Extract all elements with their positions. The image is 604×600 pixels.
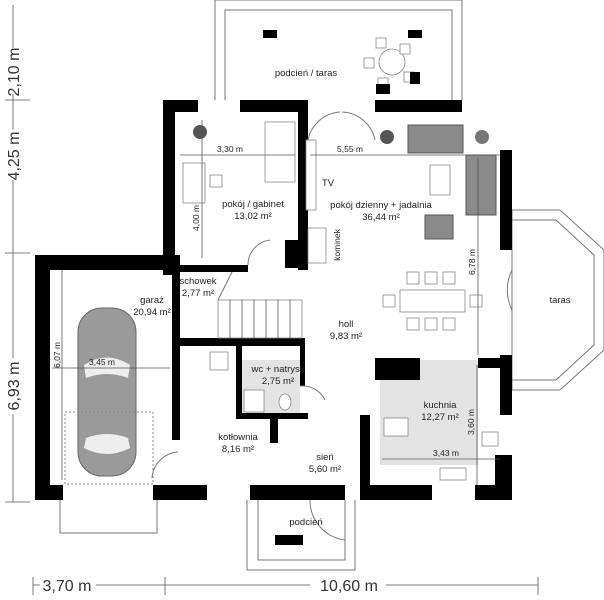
- inner-dimension-lines: [52, 120, 500, 485]
- kitchen-width-dimension: 3,43 m: [433, 448, 459, 458]
- room-study-name: pokój / gabinet: [222, 199, 284, 210]
- tv-label: TV: [322, 178, 335, 189]
- room-terrace-top-name: podcień / taras: [275, 68, 338, 79]
- top-terrace: [214, 0, 463, 100]
- dining-table: [382, 271, 483, 331]
- room-porch-name: podcień: [289, 517, 322, 528]
- sink: [439, 467, 467, 481]
- study-depth-dimension: 4,00 m: [191, 205, 201, 231]
- garage-door: [151, 451, 179, 479]
- dimension-6-93: 6,93 m: [6, 362, 23, 411]
- walls: [35, 100, 512, 500]
- room-garage-area: 20,94 m²: [133, 307, 171, 318]
- dimension-10-60: 10,60 m: [320, 578, 378, 595]
- entrance-door: [309, 499, 346, 541]
- bed: [264, 121, 296, 183]
- plant-icon: [475, 130, 489, 144]
- terrace-door: [307, 111, 376, 141]
- room-terrace-right-name: taras: [549, 295, 570, 306]
- room-living-name: pokój dzienny + jadalnia: [330, 200, 432, 211]
- chair: [209, 174, 223, 188]
- dimension-2-10: 2,10 m: [6, 48, 23, 97]
- wc-door: [299, 385, 326, 401]
- kitchen-table: [383, 417, 409, 437]
- room-hall-name: holl: [339, 319, 354, 330]
- room-garage-name: garaż: [140, 295, 164, 306]
- garage-width-dimension: 3,45 m: [89, 357, 115, 367]
- fireplace: [307, 227, 327, 264]
- room-vestibule-area: 5,60 m²: [309, 464, 341, 475]
- room-storage-name: schowek: [180, 276, 217, 287]
- car: [64, 307, 154, 485]
- horizontal-dimension-line: [32, 577, 539, 595]
- room-hall-area: 9,83 m²: [330, 331, 362, 342]
- stove: [481, 431, 499, 447]
- room-kitchen-name: kuchnia: [424, 400, 457, 411]
- coffee-table: [429, 164, 451, 196]
- fireplace-label: kominek: [332, 228, 342, 260]
- dimension-3-70: 3,70 m: [43, 578, 92, 595]
- porch: [59, 500, 356, 571]
- room-kitchen-area: 12,27 m²: [421, 412, 459, 423]
- room-storage-area: 2,77 m²: [182, 288, 214, 299]
- plant-icon: [380, 130, 394, 144]
- plant-icon: [193, 125, 207, 139]
- room-living-area: 36,44 m²: [362, 212, 400, 223]
- shower: [243, 389, 265, 413]
- tv-unit: [305, 139, 317, 211]
- living-depth-dimension: 6,78 m: [467, 249, 477, 275]
- living-width-dimension: 5,55 m: [337, 144, 363, 154]
- room-boiler-area: 8,16 m²: [222, 444, 254, 455]
- room-wc-area: 2,75 m²: [262, 376, 294, 387]
- room-wc-name: wc + natrysk: [250, 364, 304, 375]
- bay-door: [506, 269, 513, 311]
- kitchen-depth-dimension: 3,60 m: [466, 409, 476, 435]
- staircase: [217, 271, 303, 339]
- desk: [182, 162, 206, 204]
- room-vestibule-name: sień: [316, 452, 333, 463]
- study-width-dimension: 3,30 m: [217, 144, 243, 154]
- room-study-area: 13,02 m²: [234, 211, 272, 222]
- boiler: [209, 351, 229, 371]
- garage-depth-dimension: 6,07 m: [52, 342, 62, 368]
- study-door: [247, 239, 271, 266]
- dimension-4-25: 4,25 m: [6, 132, 23, 181]
- toilet: [278, 393, 292, 411]
- room-boiler-name: kotłownia: [218, 432, 258, 443]
